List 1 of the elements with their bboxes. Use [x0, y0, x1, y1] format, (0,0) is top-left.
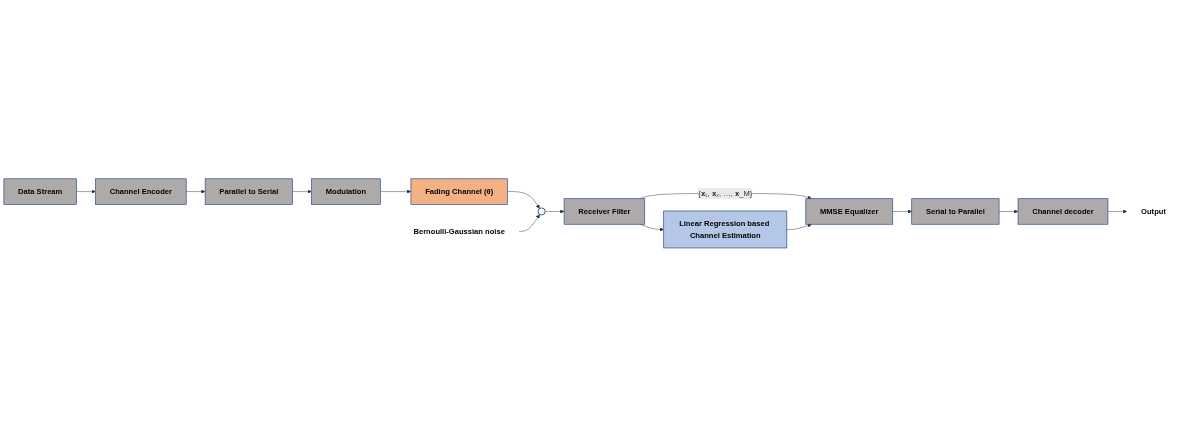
- node-circle: [537, 207, 546, 216]
